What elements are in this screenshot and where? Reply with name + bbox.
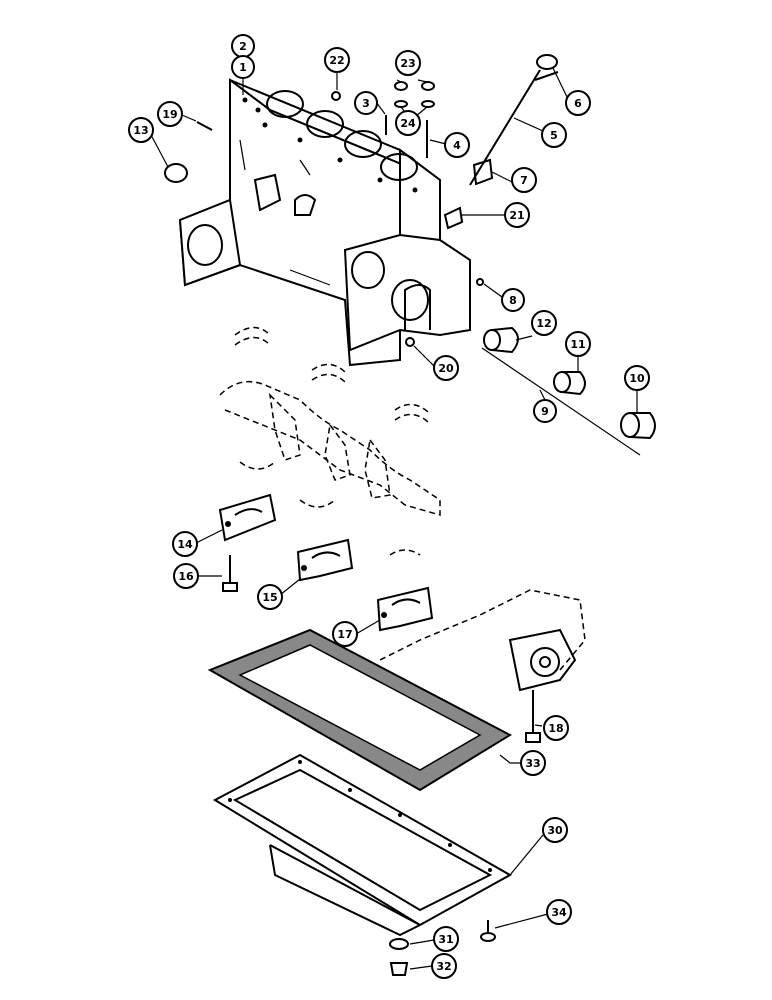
svg-text:22: 22 [329, 54, 344, 67]
callout-24: 24 [395, 110, 421, 136]
callout-7: 7 [511, 167, 537, 193]
callout-3: 3 [354, 91, 378, 115]
bushing-12 [483, 326, 519, 354]
svg-text:2: 2 [239, 40, 247, 53]
callout-33: 33 [520, 750, 546, 776]
main-bearing-caps [218, 493, 434, 632]
svg-text:5: 5 [550, 129, 558, 142]
dipstick [469, 54, 559, 186]
svg-text:31: 31 [438, 933, 453, 946]
callout-23: 23 [395, 50, 421, 76]
callout-14: 14 [172, 531, 198, 557]
oil-pan-gasket [207, 628, 513, 792]
cap-14 [218, 493, 277, 542]
oil-pump [379, 589, 586, 692]
callout-13: 13 [128, 117, 154, 143]
callout-4: 4 [444, 132, 470, 158]
callout-16: 16 [173, 563, 199, 589]
callout-34: 34 [546, 899, 572, 925]
callout-1: 1 [231, 55, 255, 79]
callout-5: 5 [541, 122, 567, 148]
callout-11: 11 [565, 331, 591, 357]
svg-text:3: 3 [362, 97, 370, 110]
bushing-10 [620, 412, 656, 440]
svg-text:1: 1 [239, 61, 247, 74]
svg-text:7: 7 [520, 174, 528, 187]
callout-32: 32 [431, 953, 457, 979]
leader-lines [149, 57, 638, 970]
callout-18: 18 [543, 715, 569, 741]
callout-10: 10 [624, 365, 650, 391]
camshaft-bushings [481, 326, 656, 456]
callout-31: 31 [433, 926, 459, 952]
cap-17 [376, 586, 434, 632]
block-small-parts [164, 81, 484, 347]
callout-19: 19 [157, 101, 183, 127]
callout-15: 15 [257, 584, 283, 610]
callout-2: 2 [231, 34, 255, 58]
svg-text:20: 20 [438, 362, 454, 375]
svg-text:21: 21 [509, 209, 524, 222]
callout-22: 22 [324, 47, 350, 73]
crankshaft [219, 326, 441, 556]
svg-text:19: 19 [162, 108, 177, 121]
drain-plug [389, 920, 496, 976]
svg-text:32: 32 [436, 960, 451, 973]
svg-text:9: 9 [541, 405, 549, 418]
svg-text:12: 12 [536, 317, 551, 330]
callout-30: 30 [542, 817, 568, 843]
svg-text:11: 11 [570, 338, 585, 351]
svg-text:16: 16 [178, 570, 194, 583]
svg-text:24: 24 [400, 117, 416, 130]
svg-text:13: 13 [133, 124, 148, 137]
cylinder-block [178, 78, 471, 367]
svg-text:23: 23 [400, 57, 415, 70]
callout-12: 12 [531, 310, 557, 336]
svg-text:14: 14 [177, 538, 193, 551]
svg-text:4: 4 [453, 139, 461, 152]
callout-21: 21 [504, 202, 530, 228]
callout-17: 17 [332, 621, 358, 647]
callout-6: 6 [565, 90, 591, 116]
svg-text:30: 30 [547, 824, 563, 837]
callout-9: 9 [533, 399, 557, 423]
svg-text:33: 33 [525, 757, 540, 770]
bolts [222, 555, 541, 743]
callout-20: 20 [433, 355, 459, 381]
svg-text:15: 15 [262, 591, 277, 604]
svg-text:8: 8 [509, 294, 517, 307]
callout-8: 8 [501, 288, 525, 312]
svg-text:34: 34 [551, 906, 567, 919]
cap-15 [296, 538, 354, 582]
svg-text:17: 17 [337, 628, 352, 641]
oil-pan [212, 753, 513, 937]
svg-text:18: 18 [548, 722, 563, 735]
bushing-11 [553, 371, 586, 396]
svg-text:10: 10 [629, 372, 645, 385]
svg-text:6: 6 [574, 97, 582, 110]
